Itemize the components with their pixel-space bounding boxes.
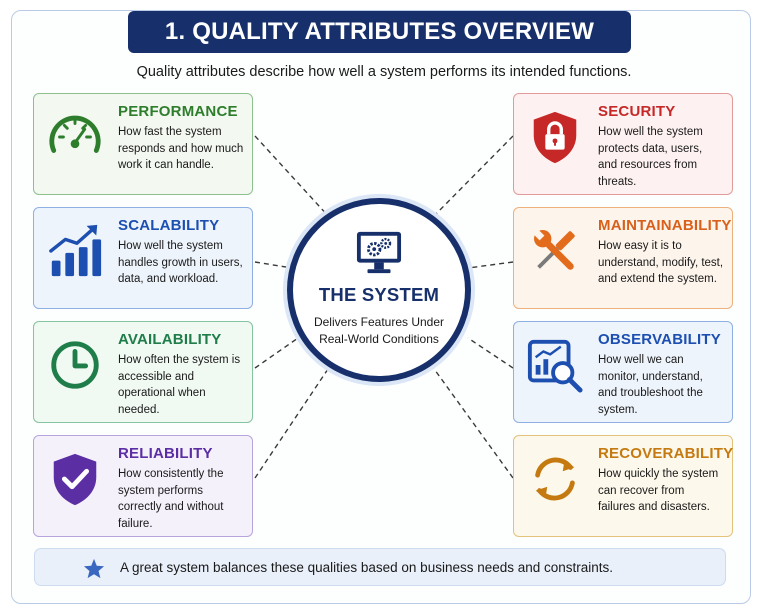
card-observability: OBSERVABILITY How well we can monitor, u… [513,321,733,423]
connector-recoverability [431,365,514,479]
maintainability-description: How easy it is to understand, modify, te… [598,240,724,285]
card-maintainability: MAINTAINABILITY How easy it is to unders… [513,207,733,309]
card-availability: AVAILABILITY How often the system is acc… [33,321,253,423]
recovery-arrows-icon [526,450,584,508]
page-subtitle: Quality attributes describe how well a s… [136,64,632,80]
footer-banner: A great system balances these qualities … [34,548,726,586]
dashboard-magnifier-icon [526,336,584,394]
availability-title: AVAILABILITY [118,331,222,348]
performance-description: How fast the system responds and how muc… [118,126,244,171]
wrench-screwdriver-icon [526,222,584,280]
page-title: 1. QUALITY ATTRIBUTES OVERVIEW [128,11,631,53]
scalability-description: How well the system handles growth in us… [118,240,243,285]
connector-observability [467,337,514,369]
bar-chart-growth-icon [46,222,104,280]
footer-text: A great system balances these qualities … [120,560,614,575]
card-performance: PERFORMANCE How fast the system responds… [33,93,253,195]
reliability-description: How consistently the system performs cor… [118,468,224,530]
connector-performance [254,135,331,219]
reliability-title: RELIABILITY [118,445,213,462]
card-security: SECURITY How well the system protects da… [513,93,733,195]
connector-availability [254,337,299,369]
shield-lock-icon [526,108,584,166]
card-recoverability: RECOVERABILITY How quickly the system ca… [513,435,733,537]
connector-reliability [254,365,331,479]
performance-title: PERFORMANCE [118,103,238,120]
clock-icon [46,336,104,394]
observability-description: How well we can monitor, understand, and… [598,354,703,416]
card-reliability: RELIABILITY How consistently the system … [33,435,253,537]
system-description: Delivers Features Under Real-World Condi… [313,315,445,346]
connector-security [431,135,514,219]
connector-scalability [254,261,293,269]
connector-maintainability [467,261,514,269]
security-description: How well the system protects data, users… [598,126,703,188]
scalability-title: SCALABILITY [118,217,220,234]
system-circle: THE SYSTEM Delivers Features Under Real-… [287,198,471,382]
star-icon [83,558,105,579]
card-scalability: SCALABILITY How well the system handles … [33,207,253,309]
recoverability-description: How quickly the system can recover from … [598,468,719,513]
maintainability-title: MAINTAINABILITY [598,217,732,234]
shield-check-icon [46,450,104,508]
security-title: SECURITY [598,103,676,120]
availability-description: How often the system is accessible and o… [118,354,241,416]
system-title: THE SYSTEM [318,284,440,305]
recoverability-title: RECOVERABILITY [598,445,734,462]
observability-title: OBSERVABILITY [598,331,721,348]
speedometer-icon [46,108,104,166]
monitor-gears-icon [355,230,403,276]
